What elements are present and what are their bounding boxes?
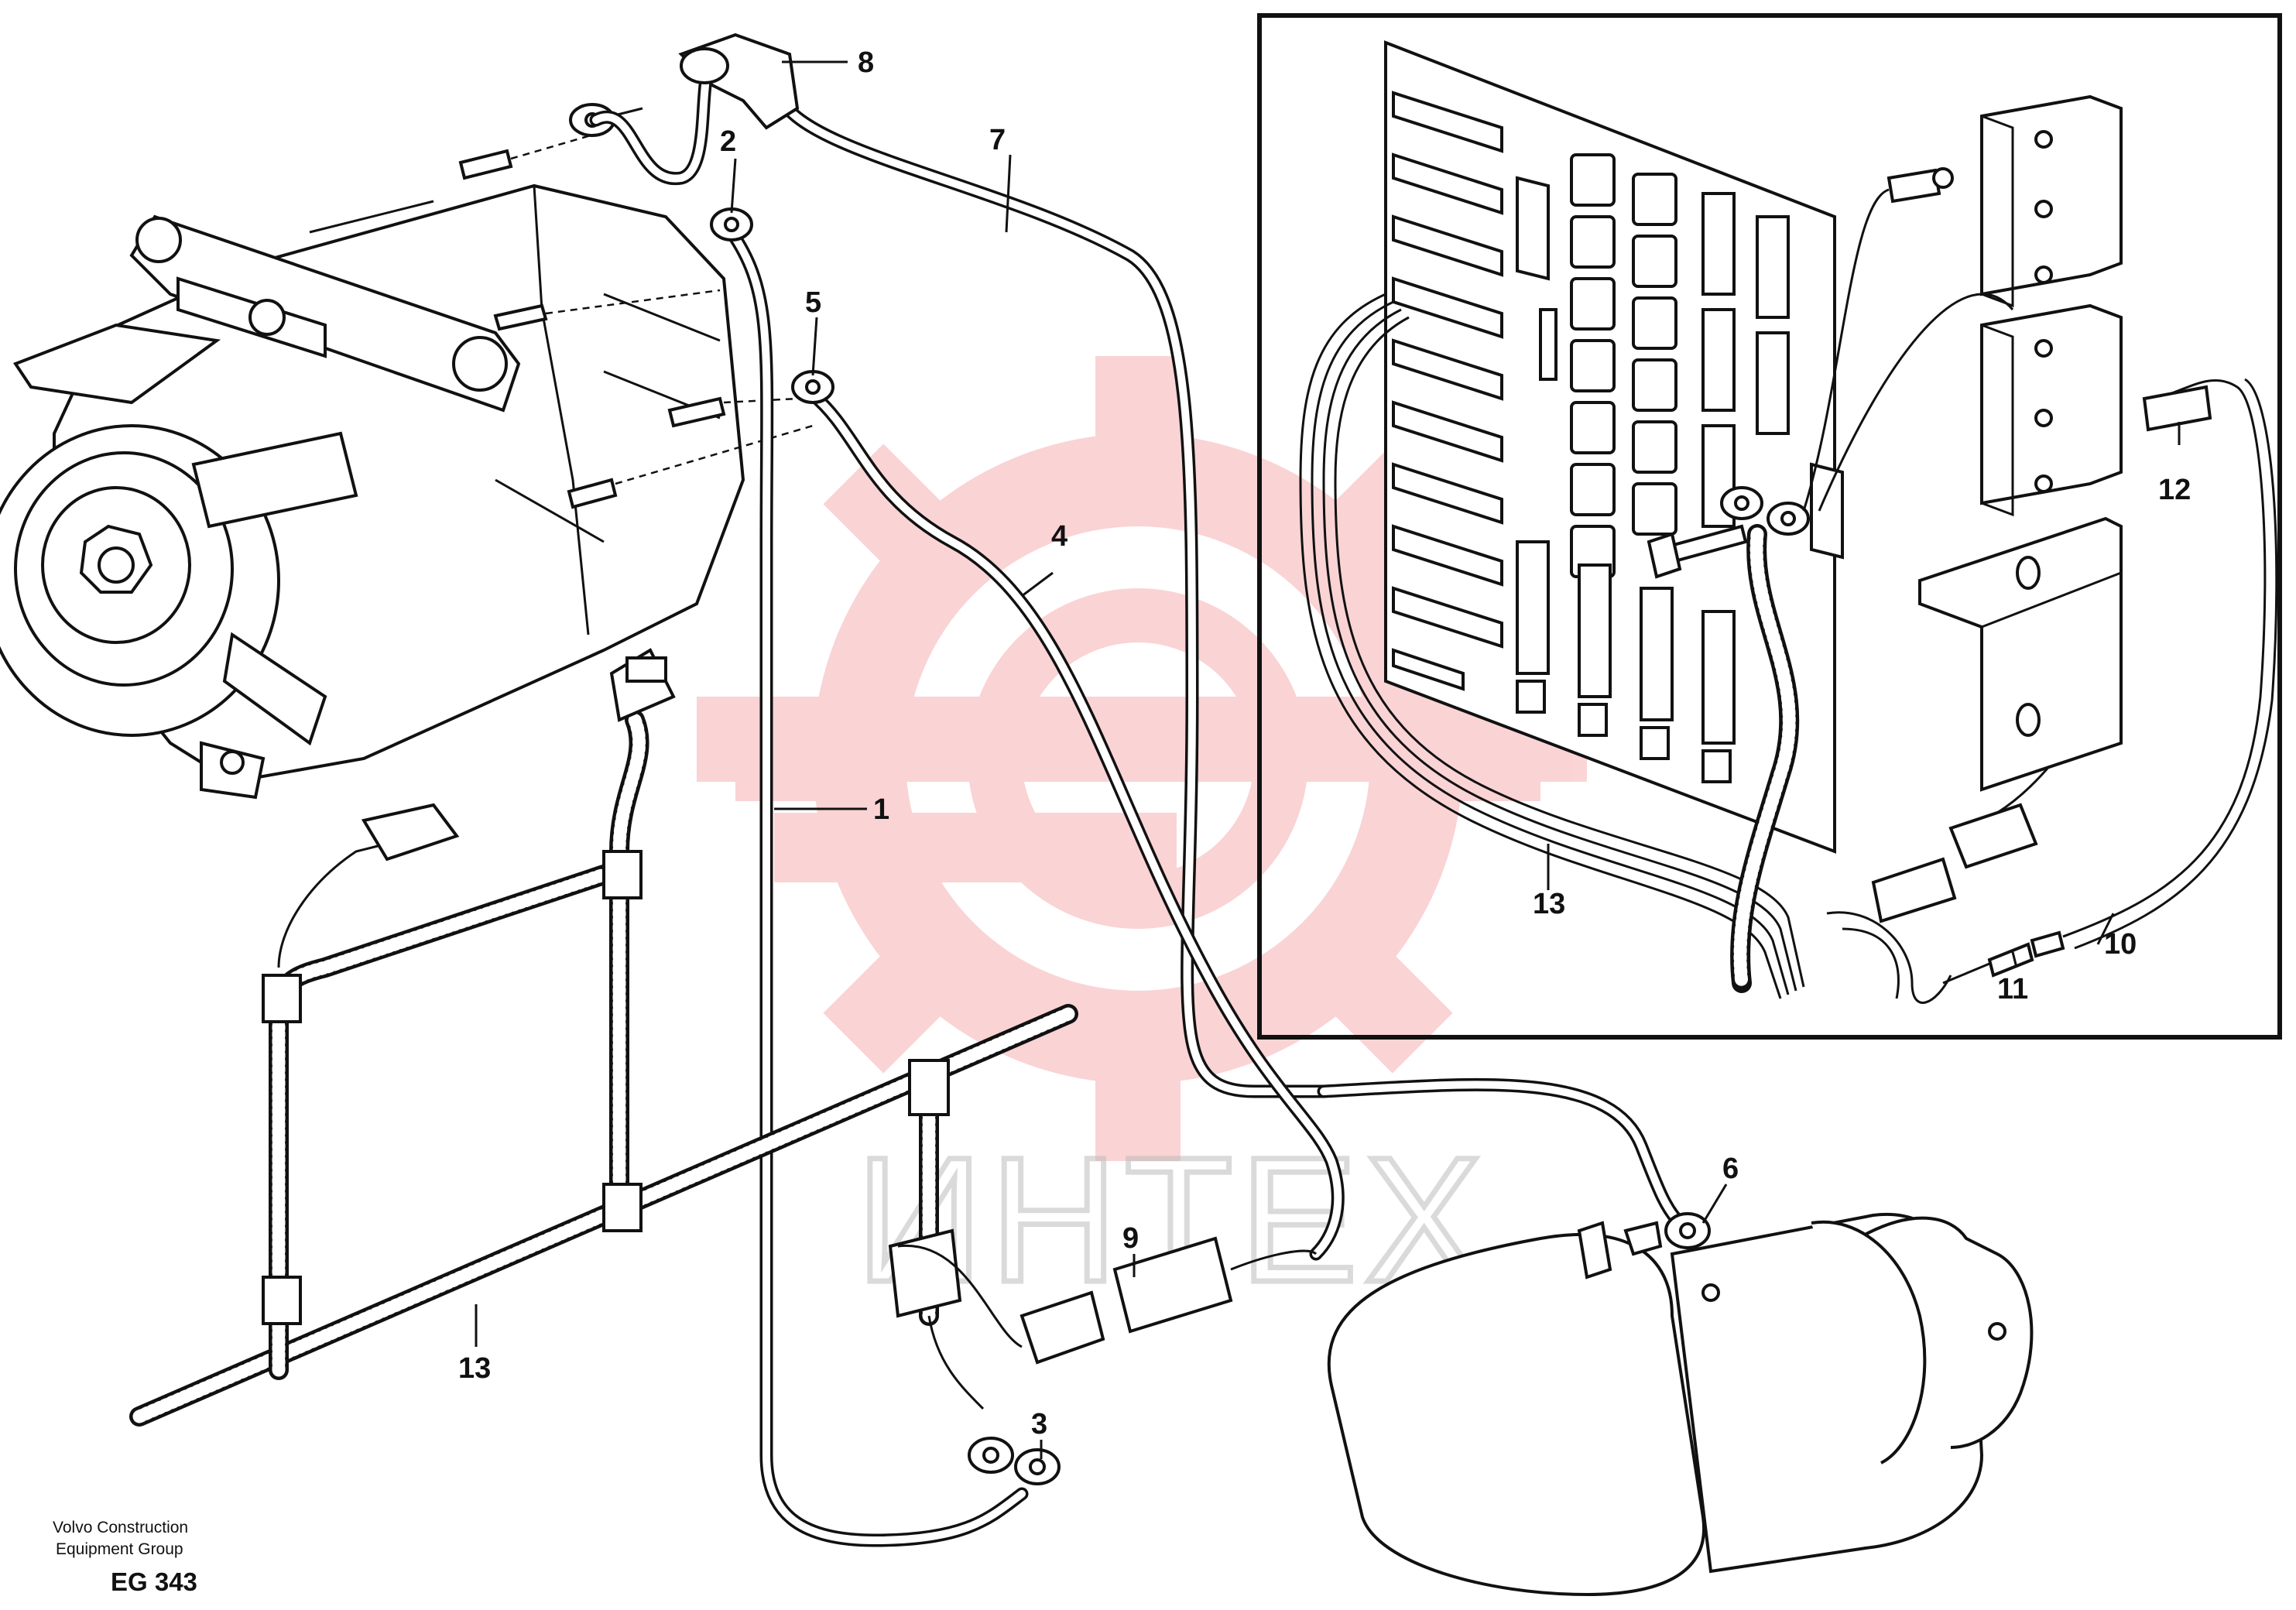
harness-13-left [129, 648, 1078, 1485]
alternator [0, 103, 814, 800]
callout-7: 7 [989, 124, 1006, 156]
footer-company-line2: Equipment Group [56, 1540, 183, 1558]
starter-motor [1327, 1212, 2034, 1597]
callout-2: 2 [720, 125, 736, 158]
callout-5: 5 [805, 286, 821, 319]
callout-1: 1 [873, 793, 889, 826]
cable-6 [1317, 1077, 1711, 1249]
callout-12: 12 [2158, 474, 2191, 506]
inset-frame [1257, 13, 2282, 1040]
cable-1 [710, 207, 1029, 1547]
callout-9: 9 [1122, 1222, 1139, 1255]
callout-13-inset: 13 [1533, 888, 1565, 920]
cable-7-battery [775, 94, 1331, 1098]
inset-wiring [1299, 167, 2278, 1004]
control-board [1384, 40, 1844, 854]
leader-lines [475, 60, 2181, 1459]
terminal-8 [589, 33, 800, 186]
callout-10: 10 [2104, 928, 2137, 961]
relay-blocks [1918, 94, 2212, 792]
connector-9 [1019, 1236, 1318, 1365]
callout-11: 11 [1997, 973, 2028, 1005]
callout-6: 6 [1722, 1153, 1739, 1185]
footer: Volvo Construction Equipment Group EG 34… [53, 1519, 197, 1596]
callout-4: 4 [1051, 520, 1067, 553]
callout-8: 8 [858, 46, 874, 79]
callout-13-harness: 13 [458, 1352, 491, 1385]
callout-labels: 1 2 3 4 5 6 7 8 9 10 11 12 13 13 [458, 46, 2191, 1440]
cable-4 [791, 370, 1345, 1261]
footer-company-line1: Volvo Construction [53, 1519, 188, 1536]
footer-figure-code: EG 343 [111, 1567, 197, 1596]
callout-3: 3 [1031, 1408, 1047, 1440]
